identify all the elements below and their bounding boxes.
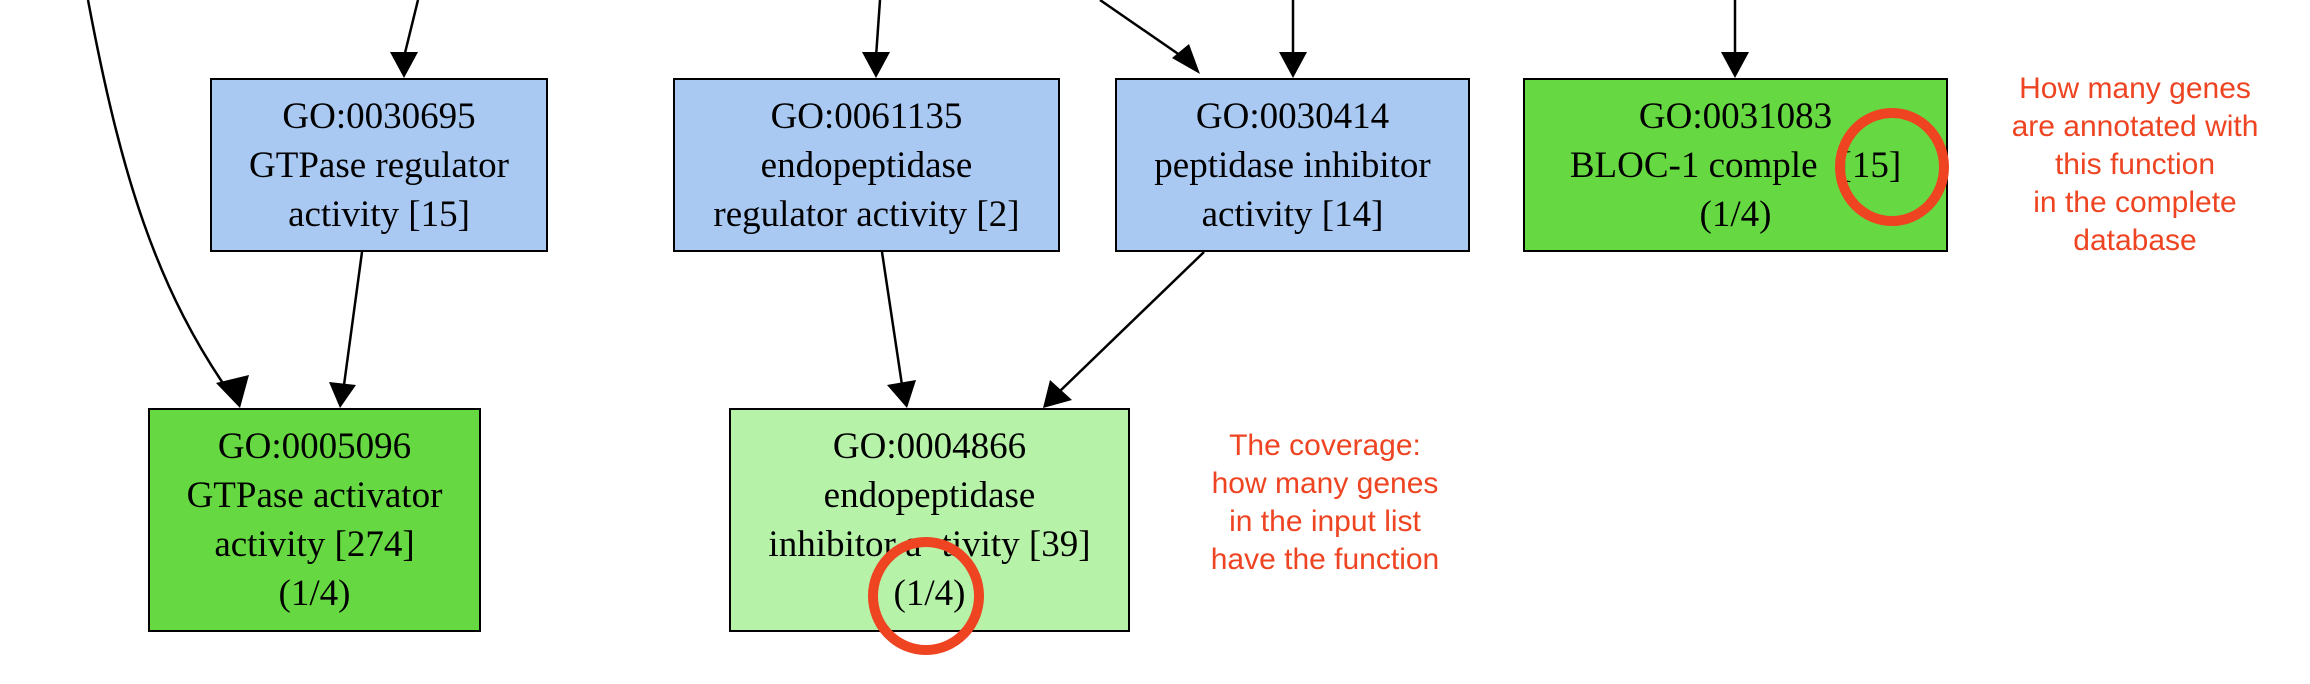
node-go0030414-line1: peptidase inhibitor bbox=[1154, 144, 1431, 186]
highlight-circle-coverage bbox=[868, 537, 984, 655]
node-go0004866-line3: (1/4) bbox=[893, 573, 966, 614]
annotation-count-note-line: database bbox=[2073, 224, 2197, 257]
annotation-coverage-note: The coverage: how many genes in the inpu… bbox=[1175, 427, 1475, 579]
edge-to-go0005096-curved bbox=[86, 0, 238, 403]
node-go0005096[interactable]: GO:0005096 GTPase activator activity [27… bbox=[148, 408, 481, 632]
node-go0030414-line2: activity [14] bbox=[1201, 193, 1384, 235]
node-go0005096-line3: (1/4) bbox=[278, 573, 351, 614]
arrowhead-go0061135 bbox=[862, 52, 890, 78]
edge-diagonal-into-go0030414 bbox=[1099, 0, 1188, 62]
node-go0005096-line1: GTPase activator bbox=[186, 475, 443, 516]
annotation-count-note-line: are annotated with bbox=[2011, 110, 2259, 143]
node-go0061135-id: GO:0061135 bbox=[770, 95, 963, 137]
node-go0031083-line2: (1/4) bbox=[1699, 193, 1772, 235]
edge-go0061135-to-go0004866 bbox=[880, 251, 904, 386]
node-go0031083-id: GO:0031083 bbox=[1638, 95, 1833, 137]
node-go0031083-line1-post: [15] bbox=[1839, 144, 1902, 186]
arrowhead-go0030414-diagonal bbox=[1172, 44, 1200, 74]
node-go0030695[interactable]: GO:0030695 GTPase regulator activity [15… bbox=[210, 78, 548, 252]
node-go0061135[interactable]: GO:0061135 endopeptidase regulator activ… bbox=[673, 78, 1060, 252]
arrowhead-go0005096-right bbox=[329, 382, 356, 408]
node-go0061135-line1: endopeptidase bbox=[760, 144, 973, 186]
edge-into-go0030695 bbox=[402, 0, 420, 58]
node-go0004866-line1: endopeptidase bbox=[823, 475, 1036, 516]
edge-into-go0061135 bbox=[874, 0, 882, 58]
annotation-count-note-line: How many genes bbox=[2019, 72, 2251, 105]
arrowhead-go0030414-vertical bbox=[1279, 52, 1307, 78]
node-go0030414[interactable]: GO:0030414 peptidase inhibitor activity … bbox=[1115, 78, 1470, 252]
arrowhead-go0031083 bbox=[1721, 52, 1749, 78]
node-go0031083-line1-pre: BLOC-1 comple bbox=[1569, 144, 1818, 186]
highlight-circle-count bbox=[1835, 108, 1949, 226]
node-go0004866-line2-pre: inhibitor a bbox=[768, 524, 922, 565]
annotation-coverage-note-line: have the function bbox=[1210, 543, 1440, 576]
annotation-count-note: How many genes are annotated with this f… bbox=[1990, 70, 2280, 260]
annotation-coverage-note-line: The coverage: bbox=[1229, 429, 1421, 462]
node-go0030695-id: GO:0030695 bbox=[282, 95, 476, 137]
edge-go0030414-to-go0004866 bbox=[1059, 251, 1205, 392]
arrowhead-go0030695 bbox=[390, 52, 418, 78]
node-go0030695-line1: GTPase regulator bbox=[249, 144, 509, 186]
node-go0005096-line2: activity [274] bbox=[214, 524, 415, 565]
arrowhead-go0004866-right bbox=[1043, 380, 1072, 408]
edge-go0030695-to-go0005096 bbox=[342, 251, 364, 386]
node-go0061135-line2: regulator activity [2] bbox=[713, 193, 1020, 235]
annotation-coverage-note-line: how many genes bbox=[1211, 467, 1439, 500]
node-go0005096-id: GO:0005096 bbox=[217, 426, 412, 467]
annotation-coverage-note-line: in the input list bbox=[1229, 505, 1421, 538]
arrowhead-go0005096-left bbox=[216, 375, 249, 408]
node-go0030695-line2: activity [15] bbox=[288, 193, 470, 235]
annotation-count-note-line: in the complete bbox=[2033, 186, 2237, 219]
node-go0031083-line1: BLOC-1 comple [15] bbox=[1570, 141, 1901, 190]
node-go0030414-id: GO:0030414 bbox=[1195, 95, 1390, 137]
arrowhead-go0004866-left bbox=[887, 380, 916, 408]
node-go0004866-id: GO:0004866 bbox=[832, 426, 1027, 467]
annotation-count-note-line: this function bbox=[2054, 148, 2216, 181]
